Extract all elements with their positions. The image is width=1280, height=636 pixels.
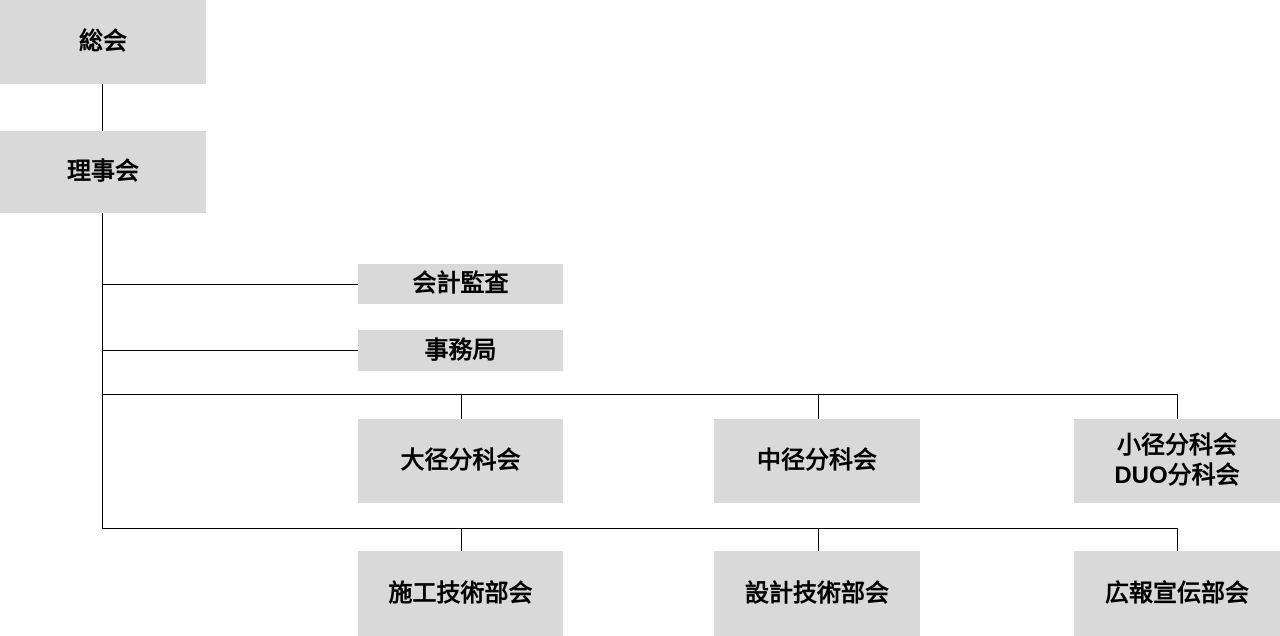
org-box-label: 中径分科会 bbox=[757, 447, 877, 474]
org-box-general-assembly: 総会 bbox=[0, 0, 206, 84]
org-box-label-line1: 小径分科会 bbox=[1117, 432, 1237, 459]
org-box-label: 総会 bbox=[79, 28, 127, 55]
org-box-label: 広報宣伝部会 bbox=[1105, 579, 1249, 607]
connector-drop-design-tech bbox=[818, 528, 819, 551]
connector-drop-construction-tech bbox=[461, 528, 462, 551]
connector-branch-secretariat bbox=[102, 350, 358, 351]
org-box-construction-technology-committee: 施工技術部会 bbox=[358, 551, 563, 636]
connector-branch-audit bbox=[102, 284, 358, 285]
org-box-board-of-directors: 理事会 bbox=[0, 131, 206, 213]
org-box-secretariat: 事務局 bbox=[358, 330, 563, 371]
org-box-label: 事務局 bbox=[424, 336, 497, 364]
org-box-accounting-audit: 会計監査 bbox=[358, 264, 563, 304]
org-box-label: 施工技術部会 bbox=[388, 579, 533, 607]
org-box-label: 理事会 bbox=[67, 158, 139, 185]
connector-branch-subcommittees bbox=[102, 394, 1178, 395]
connector-drop-medium-diameter bbox=[818, 394, 819, 419]
connector-branch-committees bbox=[102, 528, 1178, 529]
org-box-label: 設計技術部会 bbox=[745, 579, 889, 607]
org-box-pr-advertising-committee: 広報宣伝部会 bbox=[1074, 551, 1280, 636]
connector-drop-large-diameter bbox=[461, 394, 462, 419]
org-box-large-diameter-subcommittee: 大径分科会 bbox=[358, 419, 563, 503]
connector-board-trunk bbox=[102, 213, 103, 528]
org-box-medium-diameter-subcommittee: 中径分科会 bbox=[714, 419, 920, 503]
org-box-label: 会計監査 bbox=[412, 270, 509, 297]
org-box-label-line2: DUO分科会 bbox=[1114, 462, 1240, 489]
org-box-label: 大径分科会 bbox=[400, 447, 521, 474]
connector-drop-pr-advertising bbox=[1177, 528, 1178, 551]
connector-general-to-board bbox=[102, 84, 103, 131]
org-box-design-technology-committee: 設計技術部会 bbox=[714, 551, 920, 636]
connector-drop-small-diameter bbox=[1177, 394, 1178, 419]
org-box-small-diameter-duo-subcommittee: 小径分科会 DUO分科会 bbox=[1074, 419, 1280, 503]
